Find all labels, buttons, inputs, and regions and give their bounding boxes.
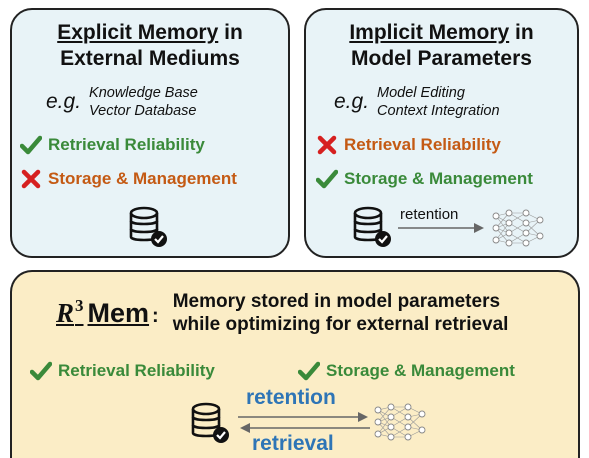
implicit-title-rest: in bbox=[509, 21, 534, 44]
r3mem-desc-line1: Memory stored in model parameters bbox=[172, 291, 501, 312]
r3mem-desc-line2: while optimizing for external retrieval bbox=[172, 314, 509, 335]
implicit-example-1: Model Editing bbox=[377, 85, 465, 101]
r3mem-pro-storage-label: Storage & Management bbox=[326, 361, 515, 380]
r3mem-pro-storage: Storage & Management bbox=[298, 360, 515, 382]
r3mem-description: Memory stored in model parameters while … bbox=[173, 290, 509, 336]
explicit-memory-title: Explicit Memory in External Mediums bbox=[12, 20, 288, 72]
explicit-pro-retrieval: Retrieval Reliability bbox=[20, 134, 205, 156]
explicit-con-storage: Storage & Management bbox=[20, 168, 237, 190]
r3mem-colon: : bbox=[152, 304, 159, 327]
explicit-title-rest: in bbox=[218, 21, 243, 44]
cross-icon bbox=[21, 169, 41, 189]
implicit-retention-label: retention bbox=[400, 206, 459, 223]
r3mem-retention-label: retention bbox=[246, 386, 336, 409]
explicit-examples: e.g. Knowledge Base Vector Database bbox=[46, 84, 198, 120]
explicit-title-underlined: Explicit Memory bbox=[57, 21, 219, 44]
retention-arrow bbox=[398, 223, 484, 233]
r3mem-pro-retrieval: Retrieval Reliability bbox=[30, 360, 215, 382]
check-icon bbox=[30, 361, 52, 381]
r3mem-retrieval-label: retrieval bbox=[252, 432, 334, 455]
r3mem-pro-retrieval-label: Retrieval Reliability bbox=[58, 361, 215, 380]
implicit-title-line2: Model Parameters bbox=[351, 47, 532, 70]
check-icon bbox=[298, 361, 320, 381]
implicit-pro-storage: Storage & Management bbox=[316, 168, 533, 190]
check-icon bbox=[20, 135, 42, 155]
r3mem-name-rest: Mem bbox=[87, 297, 150, 328]
explicit-example-1: Knowledge Base bbox=[89, 85, 198, 101]
neural-network-icon bbox=[374, 403, 426, 441]
explicit-eg-label: e.g. bbox=[46, 90, 82, 113]
implicit-memory-title: Implicit Memory in Model Parameters bbox=[306, 20, 577, 72]
explicit-pro-retrieval-label: Retrieval Reliability bbox=[48, 135, 205, 154]
implicit-con-retrieval: Retrieval Reliability bbox=[316, 134, 501, 156]
r3mem-name-r: R bbox=[56, 297, 75, 328]
retention-retrieval-arrows bbox=[238, 412, 370, 433]
database-icon bbox=[191, 402, 229, 443]
check-icon bbox=[316, 169, 338, 189]
implicit-con-retrieval-label: Retrieval Reliability bbox=[344, 135, 501, 154]
implicit-examples: e.g. Model Editing Context Integration bbox=[334, 84, 500, 120]
implicit-eg-label: e.g. bbox=[334, 90, 370, 113]
r3mem-name-sup: 3 bbox=[75, 295, 84, 315]
explicit-title-line2: External Mediums bbox=[60, 47, 240, 70]
cross-icon bbox=[317, 135, 337, 155]
explicit-con-storage-label: Storage & Management bbox=[48, 169, 237, 188]
database-icon bbox=[353, 206, 391, 247]
neural-network-icon bbox=[492, 209, 544, 247]
implicit-example-2: Context Integration bbox=[377, 103, 500, 119]
implicit-pro-storage-label: Storage & Management bbox=[344, 169, 533, 188]
explicit-example-2: Vector Database bbox=[89, 103, 197, 119]
explicit-memory-panel: Explicit Memory in External Mediums e.g.… bbox=[10, 8, 290, 258]
database-icon bbox=[129, 206, 167, 247]
implicit-memory-panel: Implicit Memory in Model Parameters e.g.… bbox=[304, 8, 579, 258]
implicit-title-underlined: Implicit Memory bbox=[349, 21, 510, 44]
